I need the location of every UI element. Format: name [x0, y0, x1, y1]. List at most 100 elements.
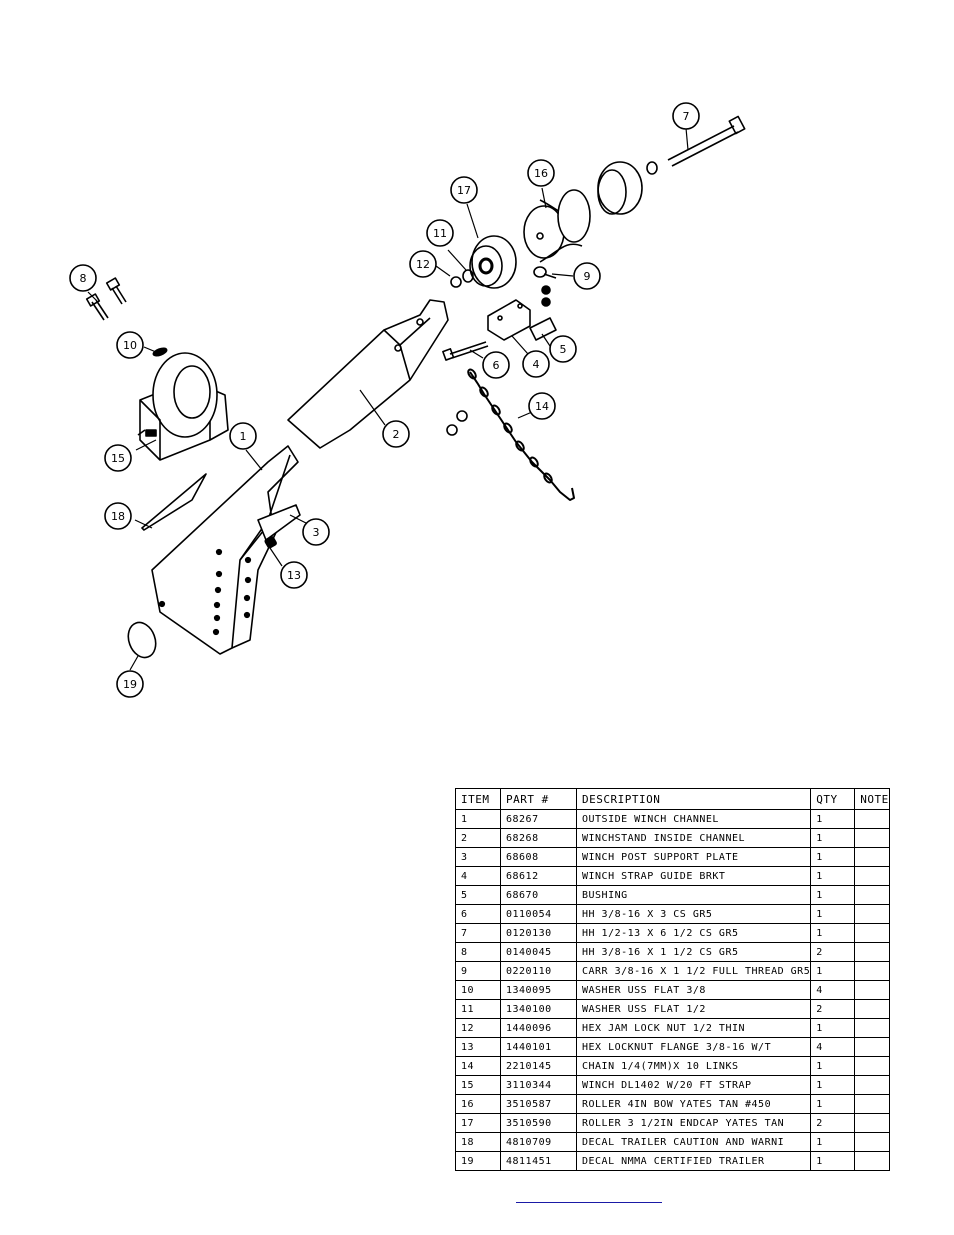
cell-note [854, 1056, 890, 1076]
cell-part-number: 4811451 [500, 1151, 577, 1171]
part-carriage-bolt [533, 266, 557, 307]
cell-note [854, 1113, 890, 1133]
part-strap-guide-bracket [487, 299, 531, 341]
cell-description: WINCH DL1402 W/20 FT STRAP [575, 1075, 812, 1095]
part-endcap-roller-far [597, 161, 643, 215]
callout-11: 11 [426, 219, 454, 247]
part-bolt-3-8x3 [442, 341, 489, 361]
cell-description: HH 3/8-16 X 3 CS GR5 [575, 904, 812, 924]
callout-8: 8 [69, 264, 97, 292]
cell-qty: 1 [810, 828, 856, 848]
cell-description: HEX LOCKNUT FLANGE 3/8-16 W/T [575, 1037, 812, 1057]
svg-text:17: 17 [457, 184, 471, 197]
cell-item: 12 [455, 1018, 501, 1038]
cell-item: 6 [455, 904, 501, 924]
svg-text:8: 8 [80, 272, 87, 285]
part-nuts [446, 410, 468, 436]
cell-qty: 1 [810, 866, 856, 886]
cell-note [854, 1151, 890, 1171]
cell-item: 9 [455, 961, 501, 981]
callout-13: 13 [280, 561, 308, 589]
header-item: ITEM [455, 788, 501, 810]
cell-qty: 1 [810, 1132, 856, 1152]
cell-note [854, 942, 890, 962]
callouts: 1 2 3 4 5 6 7 8 9 10 11 12 13 14 15 16 1… [69, 102, 700, 698]
cell-part-number: 68612 [500, 866, 577, 886]
svg-text:6: 6 [493, 359, 500, 372]
part-endcap-roller [469, 235, 517, 289]
cell-item: 1 [455, 809, 501, 829]
cell-note [854, 904, 890, 924]
cell-description: CHAIN 1/4(7MM)X 10 LINKS [575, 1056, 812, 1076]
cell-note [854, 847, 890, 867]
cell-item: 7 [455, 923, 501, 943]
cell-item: 18 [455, 1132, 501, 1152]
svg-text:11: 11 [433, 227, 447, 240]
cell-qty: 1 [810, 961, 856, 981]
cell-part-number: 4810709 [500, 1132, 577, 1152]
part-bolts-3-8 [85, 277, 127, 321]
cell-description: DECAL NMMA CERTIFIED TRAILER [575, 1151, 812, 1171]
cell-qty: 4 [810, 980, 856, 1000]
cell-part-number: 3510587 [500, 1094, 577, 1114]
cell-note [854, 961, 890, 981]
part-decal-caution [141, 473, 207, 531]
callout-1: 1 [229, 422, 257, 450]
cell-note [854, 828, 890, 848]
part-bow-roller [523, 189, 591, 263]
svg-text:2: 2 [393, 428, 400, 441]
cell-description: HH 3/8-16 X 1 1/2 CS GR5 [575, 942, 812, 962]
part-jam-nut-and-washer [450, 269, 474, 288]
cell-item: 5 [455, 885, 501, 905]
cell-part-number: 1340100 [500, 999, 577, 1019]
cell-description: DECAL TRAILER CAUTION AND WARNI [575, 1132, 812, 1152]
header-note: NOTE [854, 788, 890, 810]
cell-qty: 1 [810, 904, 856, 924]
header-qty: QTY [810, 788, 856, 810]
cell-note [854, 809, 890, 829]
leader-lines [87, 127, 689, 671]
part-outside-winch-channel [151, 445, 299, 655]
cell-qty: 1 [810, 923, 856, 943]
callout-17: 17 [450, 176, 478, 204]
cell-qty: 2 [810, 999, 856, 1019]
cell-description: OUTSIDE WINCH CHANNEL [575, 809, 812, 829]
svg-text:9: 9 [584, 270, 591, 283]
cell-note [854, 1132, 890, 1152]
callout-6: 6 [482, 351, 510, 379]
cell-part-number: 0120130 [500, 923, 577, 943]
part-decal-nmma [127, 621, 157, 659]
part-bushing [529, 317, 557, 341]
callout-5: 5 [549, 335, 577, 363]
callout-19: 19 [116, 670, 144, 698]
cell-part-number: 3510590 [500, 1113, 577, 1133]
cell-item: 8 [455, 942, 501, 962]
cell-part-number: 1440101 [500, 1037, 577, 1057]
svg-text:1: 1 [240, 430, 247, 443]
cell-note [854, 885, 890, 905]
svg-text:4: 4 [533, 358, 540, 371]
svg-text:15: 15 [111, 452, 125, 465]
callout-12: 12 [409, 250, 437, 278]
part-washer-3-8 [152, 347, 168, 357]
cell-description: BUSHING [575, 885, 812, 905]
cell-qty: 1 [810, 1151, 856, 1171]
svg-text:19: 19 [123, 678, 137, 691]
cell-description: CARR 3/8-16 X 1 1/2 FULL THREAD GR5 [575, 961, 812, 981]
cell-description: WASHER USS FLAT 1/2 [575, 999, 812, 1019]
cell-part-number: 0110054 [500, 904, 577, 924]
svg-text:16: 16 [534, 167, 548, 180]
